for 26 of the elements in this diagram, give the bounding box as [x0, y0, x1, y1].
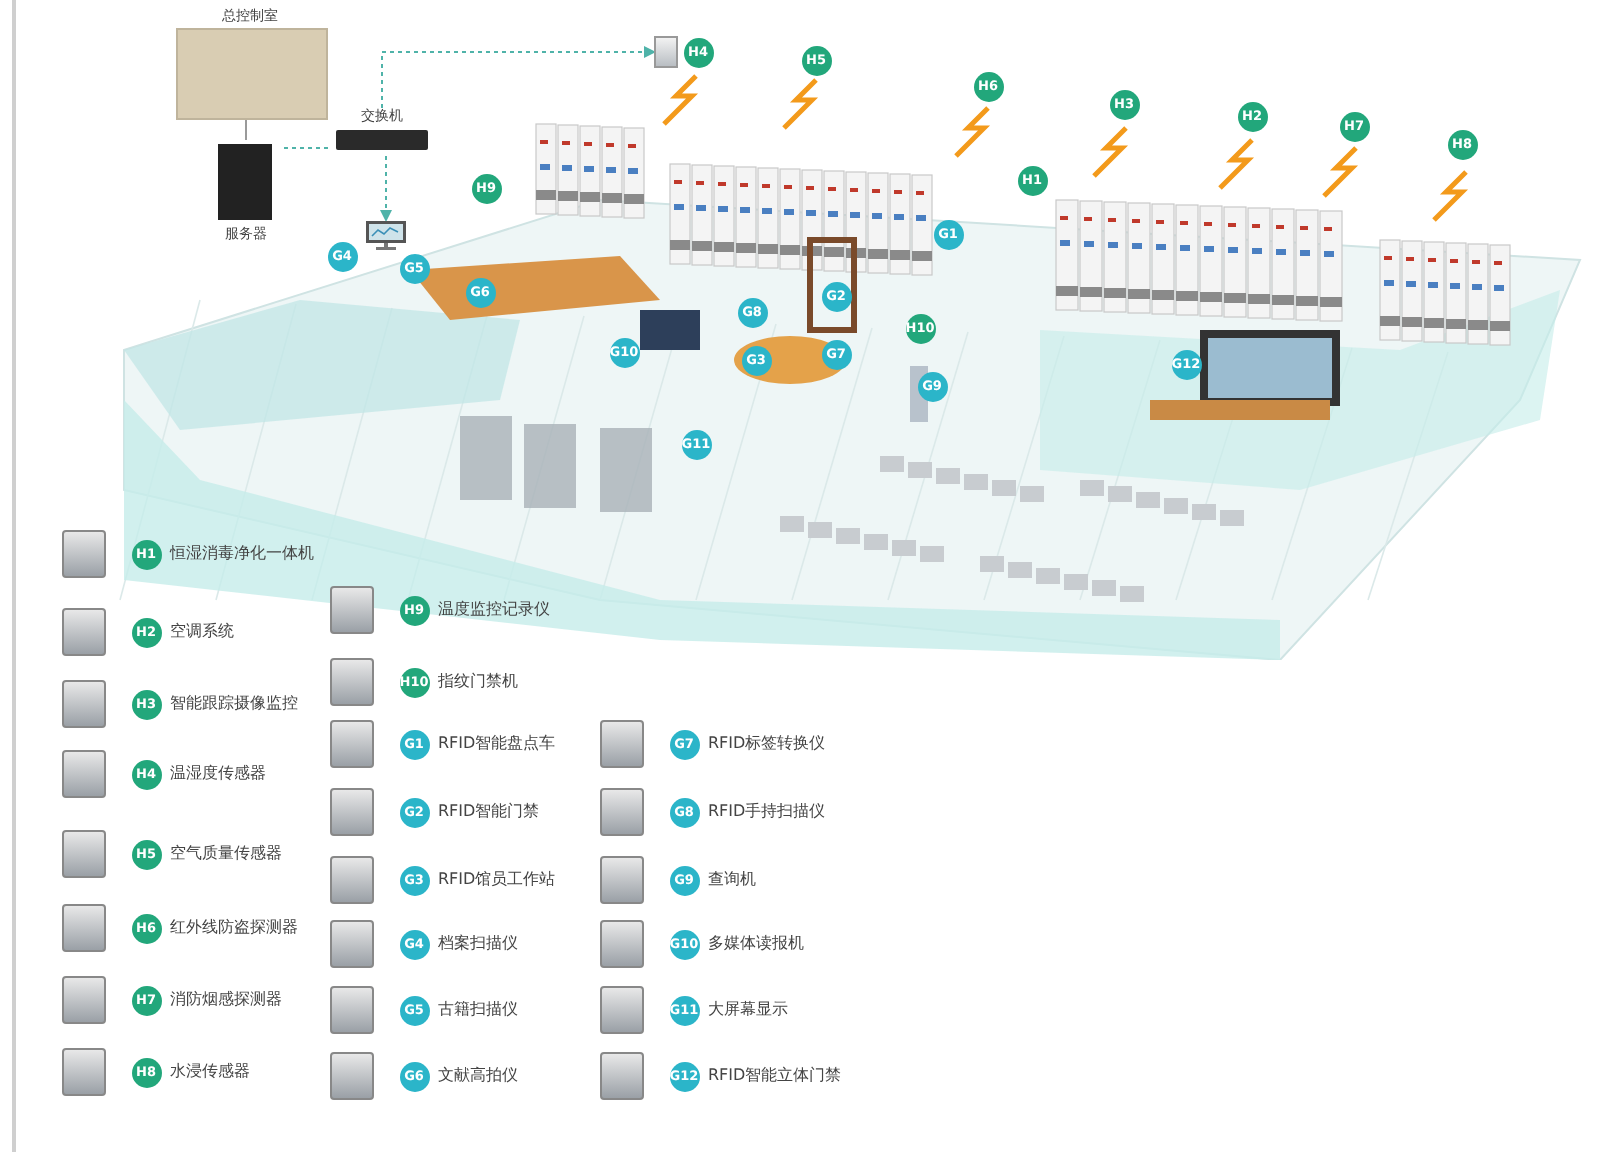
legend-label: RFID手持扫描仪: [708, 802, 826, 822]
legend-label: 水浸传感器: [170, 1062, 250, 1082]
connector-line: [245, 117, 247, 141]
legend-label: RFID智能盘点车: [438, 734, 556, 754]
legend-label: 档案扫描仪: [438, 934, 518, 954]
legend-label: 文献高拍仪: [438, 1066, 518, 1086]
legend-label: RFID馆员工作站: [438, 870, 556, 890]
legend-label: 消防烟感探测器: [170, 990, 282, 1010]
arrow: [380, 155, 392, 222]
legend-label: RFID智能门禁: [438, 802, 540, 822]
legend-label: 红外线防盗探测器: [170, 918, 298, 938]
legend-label: 指纹门禁机: [438, 672, 518, 692]
legend-label: 多媒体读报机: [708, 934, 804, 954]
arrow: [381, 46, 656, 109]
legend-label: RFID标签转换仪: [708, 734, 826, 754]
legend-label: 温度监控记录仪: [438, 600, 550, 620]
legend-label: 温湿度传感器: [170, 764, 266, 784]
legend-label: 空气质量传感器: [170, 844, 282, 864]
legend-label: 古籍扫描仪: [438, 1000, 518, 1020]
legend-label: 查询机: [708, 870, 756, 890]
legend-label: 恒湿消毒净化一体机: [170, 544, 314, 564]
legend-label: 智能跟踪摄像监控: [170, 694, 298, 714]
legend-label: 空调系统: [170, 622, 234, 642]
legend-label: RFID智能立体门禁: [708, 1066, 842, 1086]
legend-label: 大屏幕显示: [708, 1000, 788, 1020]
connector-line: [283, 147, 329, 149]
